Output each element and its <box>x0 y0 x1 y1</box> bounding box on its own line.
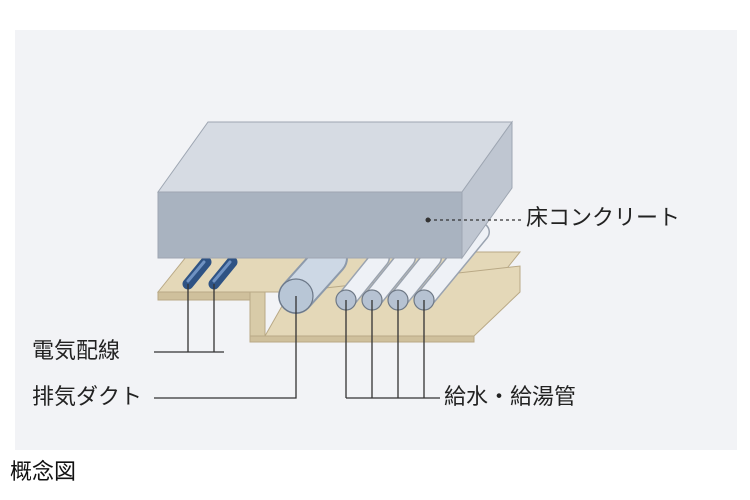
electric-wires <box>182 256 238 290</box>
concrete-slab <box>157 120 513 260</box>
label-concrete: 床コンクリート <box>526 206 681 231</box>
wire-cable-icon <box>182 256 212 290</box>
board-lower-edge <box>249 335 475 343</box>
label-duct: 排気ダクト <box>32 385 143 410</box>
label-wiring: 電気配線 <box>32 339 121 364</box>
slab-top-face <box>157 121 513 193</box>
wire-cable-icon <box>208 256 238 290</box>
leader-lines <box>154 217 522 399</box>
caption: 概念図 <box>10 460 77 485</box>
label-pipes: 給水・給湯管 <box>444 385 577 410</box>
board-upper-edge <box>157 291 251 301</box>
slab-front-face <box>157 191 463 259</box>
board-step-riser <box>249 291 266 337</box>
water-pipes <box>335 222 490 311</box>
